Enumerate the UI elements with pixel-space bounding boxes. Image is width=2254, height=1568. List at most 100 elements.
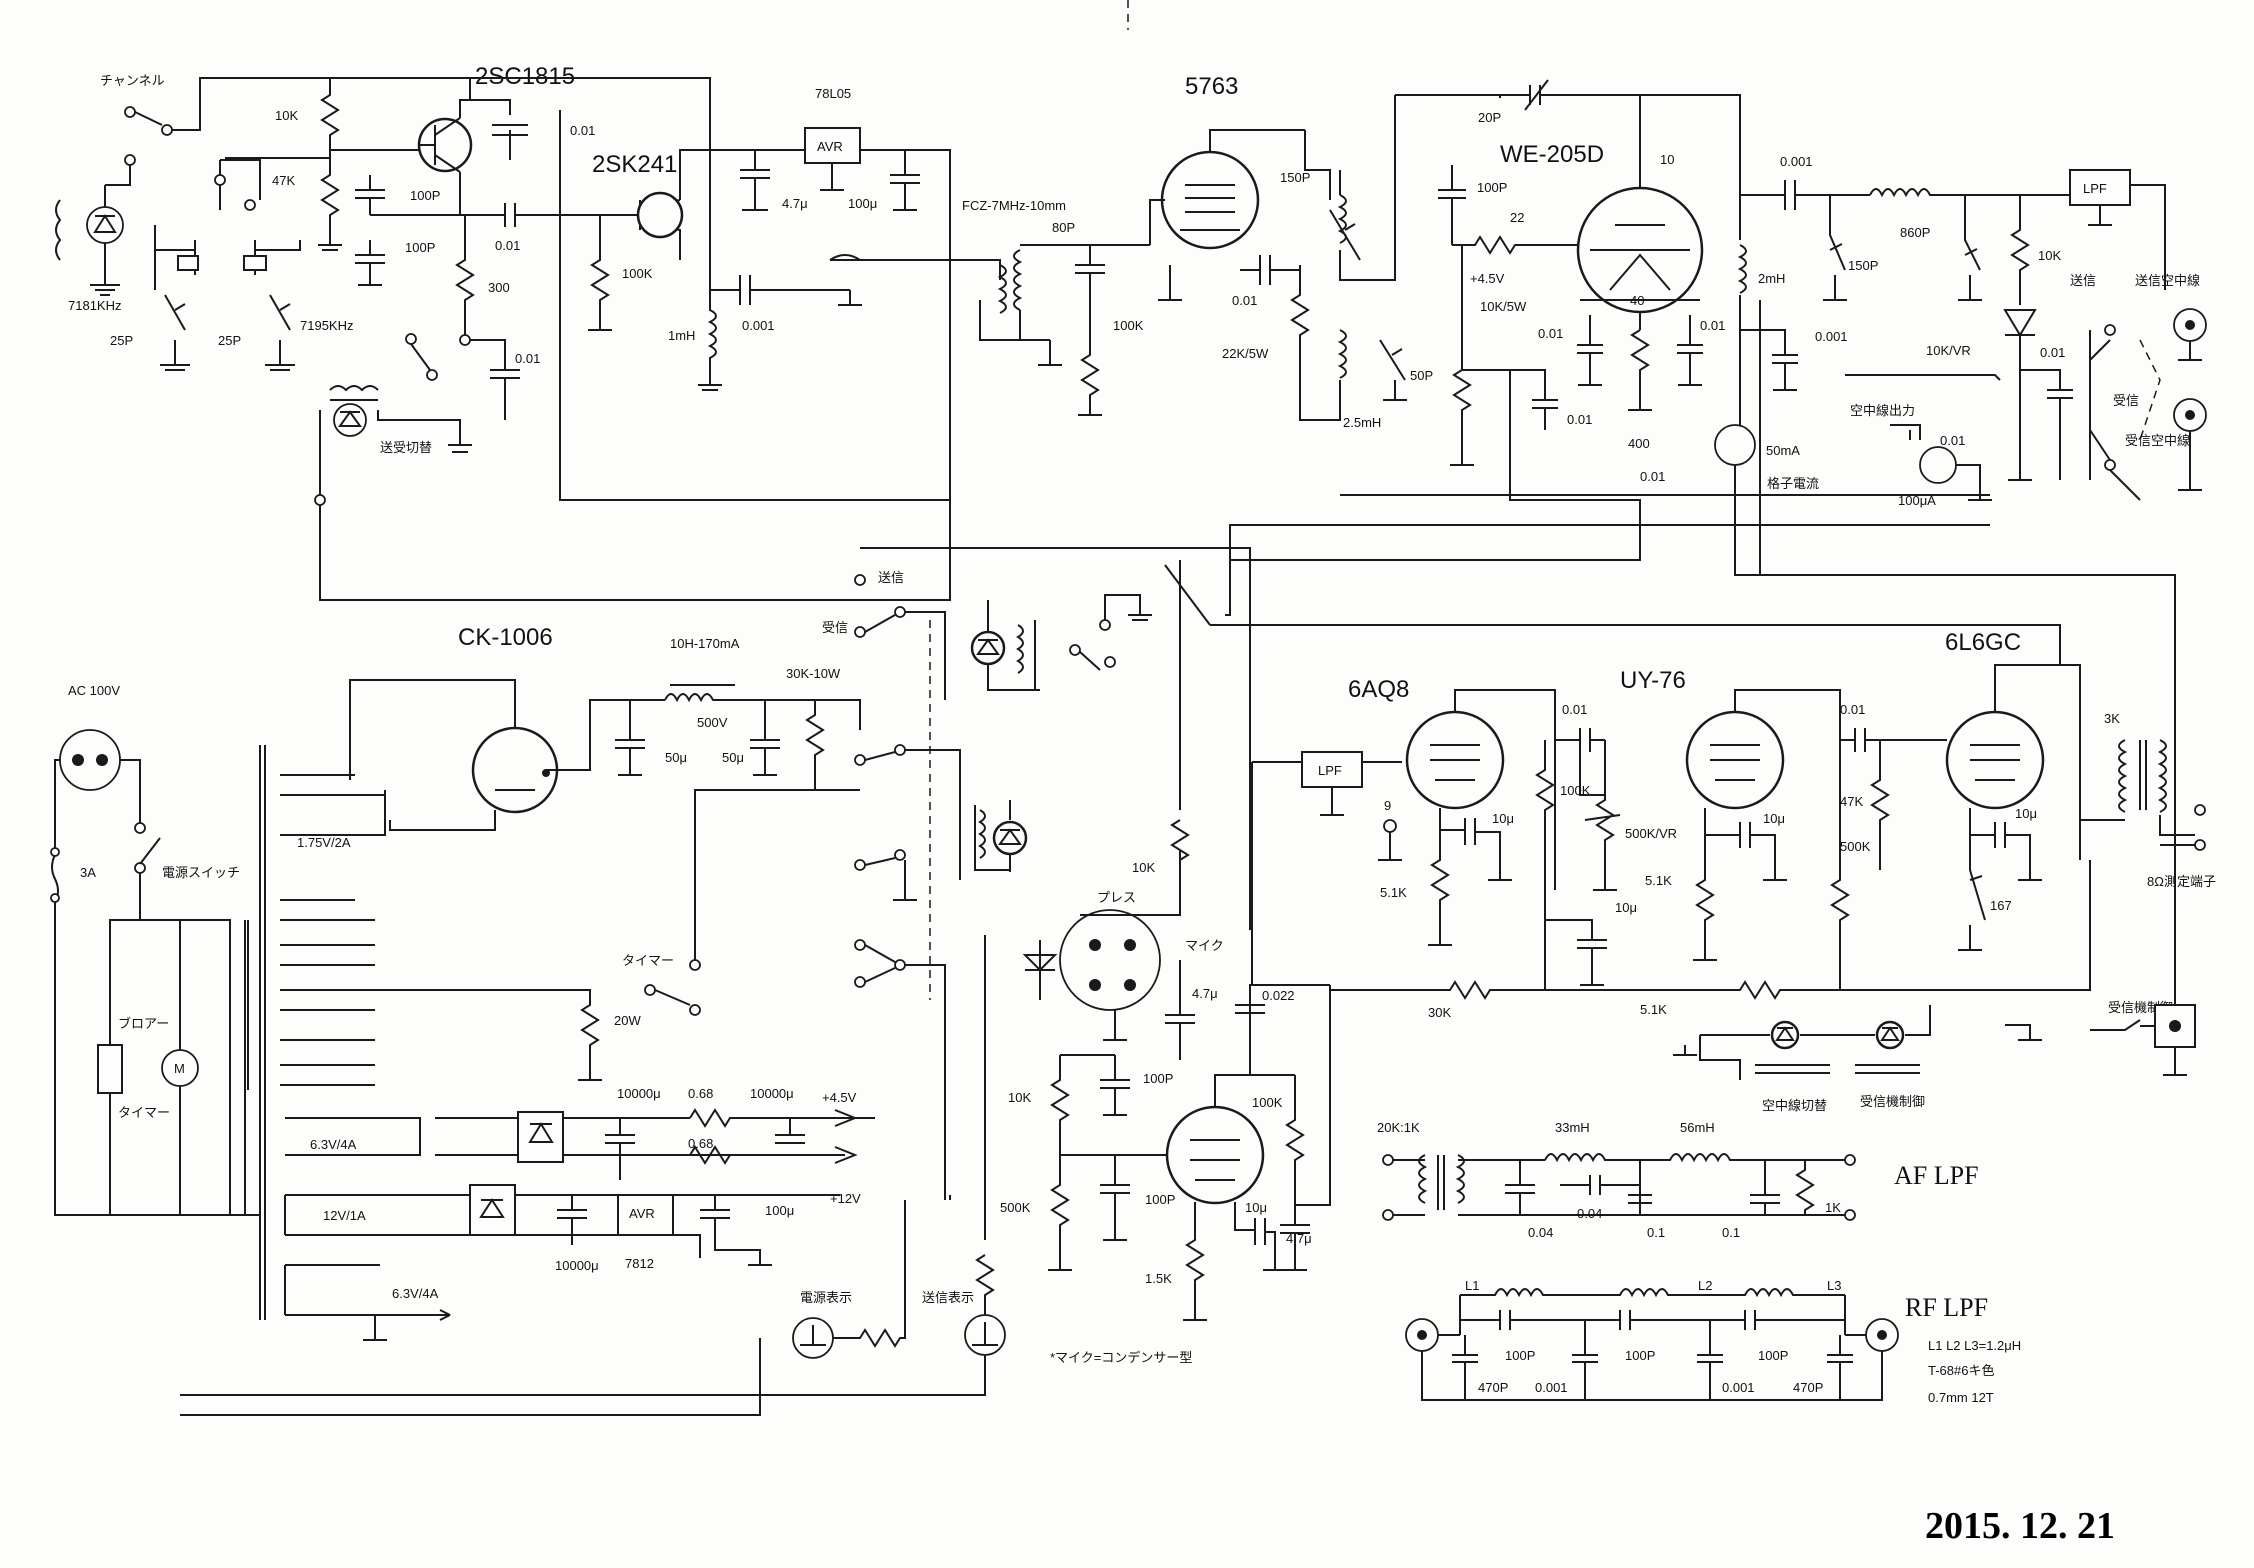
ac-plug-pin-2 — [96, 754, 108, 766]
tx-antenna-pin — [2185, 320, 2195, 330]
crystal-7181khz — [177, 255, 199, 271]
label-100u-b: 100μ — [765, 1203, 794, 1218]
coil-ground — [979, 300, 1062, 366]
title-6l6gc: 6L6GC — [1945, 629, 2021, 656]
grid-resistors — [1048, 1055, 1072, 1271]
label-01-a: 0.1 — [1647, 1225, 1665, 1240]
rx-antenna-pin — [2185, 410, 2195, 420]
label-tx: 送信 — [2070, 273, 2096, 288]
label-0001-a: 0.001 — [742, 318, 775, 333]
label-01-b: 0.1 — [1722, 1225, 1740, 1240]
label-001-l: 0.01 — [1840, 702, 1865, 717]
relay-diode-a-symbol — [976, 600, 1040, 691]
trimmer-150p — [1823, 195, 1847, 301]
af-lpf-wiring — [1251, 761, 1402, 985]
bridge-1-wires — [435, 1117, 845, 1156]
label-9: 9 — [1384, 798, 1391, 813]
relay-contact-1[interactable] — [864, 611, 946, 700]
label-coil-note3: 0.7mm 12T — [1928, 1390, 1994, 1405]
label-100p-b: 100P — [405, 240, 435, 255]
label-56mh: 56mH — [1680, 1120, 1715, 1135]
relay-pin-1 — [854, 574, 866, 586]
fuse-pin-2 — [50, 893, 60, 903]
relay-pin-9 — [854, 859, 866, 871]
fuse-pin-1 — [50, 847, 60, 857]
label-001-g: 0.01 — [1567, 412, 1592, 427]
label-25p-b: 25P — [218, 333, 241, 348]
timer-switch[interactable] — [654, 789, 860, 1006]
rf-lpf-in-pin — [1417, 1330, 1427, 1340]
transistor-2sc1815 — [417, 117, 473, 173]
af-output-pin-2 — [1844, 1209, 1856, 1221]
label-001-c: 0.01 — [515, 351, 540, 366]
label-51k-b: 5.1K — [1645, 873, 1672, 888]
cap-100p-e — [1060, 1154, 1180, 1241]
label-47u-c: 4.7μ — [1286, 1231, 1312, 1246]
rf-lpf-shunt-caps — [1452, 1320, 1853, 1400]
tube-ck1006-leads — [349, 679, 535, 831]
txrx-switch-pin-2 — [426, 369, 438, 381]
transistor-leads — [420, 117, 461, 173]
label-25p-a: 25P — [110, 333, 133, 348]
tube-5763-leads — [1149, 199, 1182, 301]
speaker-terminal-2 — [2194, 839, 2206, 851]
cap-001-a — [492, 124, 528, 136]
txrx-switch-pin — [405, 333, 417, 345]
label-0001-b: 0.001 — [1815, 329, 1848, 344]
power-switch[interactable] — [139, 837, 161, 865]
label-l3: L3 — [1827, 1278, 1841, 1293]
channel-switch[interactable] — [134, 77, 330, 131]
feedback-line — [1330, 860, 2091, 1000]
cap-0001-b — [1740, 329, 1798, 391]
relay-contact-5[interactable] — [864, 944, 946, 1200]
ant-led-symbol — [1775, 1026, 1795, 1041]
label-avr2: AVR — [629, 1206, 655, 1221]
label-100p-g: 100P — [1625, 1348, 1655, 1363]
ac-leads — [54, 759, 141, 850]
cap-50u-b — [750, 700, 780, 776]
resistor-100k-d — [1535, 740, 1605, 990]
relay-coils-bottom — [1755, 1064, 1920, 1074]
txrx-switch-blade[interactable] — [410, 343, 431, 371]
power-supply-section: AC 100V 3A 電源スイッチ ブロアー タイマー M 1.75V/2A 1… — [50, 636, 1006, 1416]
blower-fan — [97, 1044, 123, 1094]
xtal-select-pin-2 — [244, 199, 256, 211]
rx-ctrl-led — [1875, 1020, 1905, 1050]
label-coil-note1: L1 L2 L3=1.2μH — [1928, 1338, 2021, 1353]
label-channel: チャンネル — [100, 73, 165, 88]
label-004-b: 0.04 — [1577, 1206, 1602, 1221]
output-xfmr-wiring — [2079, 700, 2195, 860]
cap-10000u-b — [775, 1117, 875, 1144]
relay-terminal — [314, 494, 326, 506]
af-input-pin-2 — [1382, 1209, 1394, 1221]
return-bus — [1340, 300, 2176, 1010]
label-001-h: 0.01 — [1640, 469, 1665, 484]
label-47u-a: 4.7μ — [782, 196, 808, 211]
tank-coil — [1337, 95, 1396, 281]
title-6aq8: 6AQ8 — [1348, 676, 1409, 703]
label-timer: タイマー — [622, 953, 674, 968]
relay-return — [319, 500, 951, 601]
bridge-1-symbol — [528, 1122, 554, 1143]
tap-20w — [280, 989, 602, 1081]
label-500k-a: 500K — [1000, 1200, 1031, 1215]
label-8ohm: 8Ω測定端子 — [2147, 874, 2216, 889]
relay-contact-4[interactable] — [864, 857, 917, 901]
volume-500k-vr[interactable] — [1584, 740, 1621, 891]
antenna-switch[interactable] — [2089, 330, 2111, 480]
label-15k: 1.5K — [1145, 1271, 1172, 1286]
label-20p: 20P — [1478, 110, 1501, 125]
label-300: 300 — [488, 280, 510, 295]
resistor-300 — [455, 215, 475, 340]
relay-contact-3[interactable] — [864, 749, 961, 880]
label-51k-a: 5.1K — [1380, 885, 1407, 900]
relay-pin-7 — [854, 754, 866, 766]
label-fcz: FCZ-7MHz-10mm — [962, 198, 1066, 213]
label-30k10w: 30K-10W — [786, 666, 841, 681]
trimmer-caps — [164, 294, 291, 331]
relay-contact-2[interactable] — [1079, 594, 1152, 671]
label-l2: L2 — [1698, 1278, 1712, 1293]
rx-ctrl-wiring — [2005, 1019, 2187, 1076]
rf-lpf-section: L1 L2 L3 100P 100P 100P 470P 0.001 0.001… — [1405, 1278, 2021, 1405]
title-we205d: WE-205D — [1500, 141, 1604, 168]
